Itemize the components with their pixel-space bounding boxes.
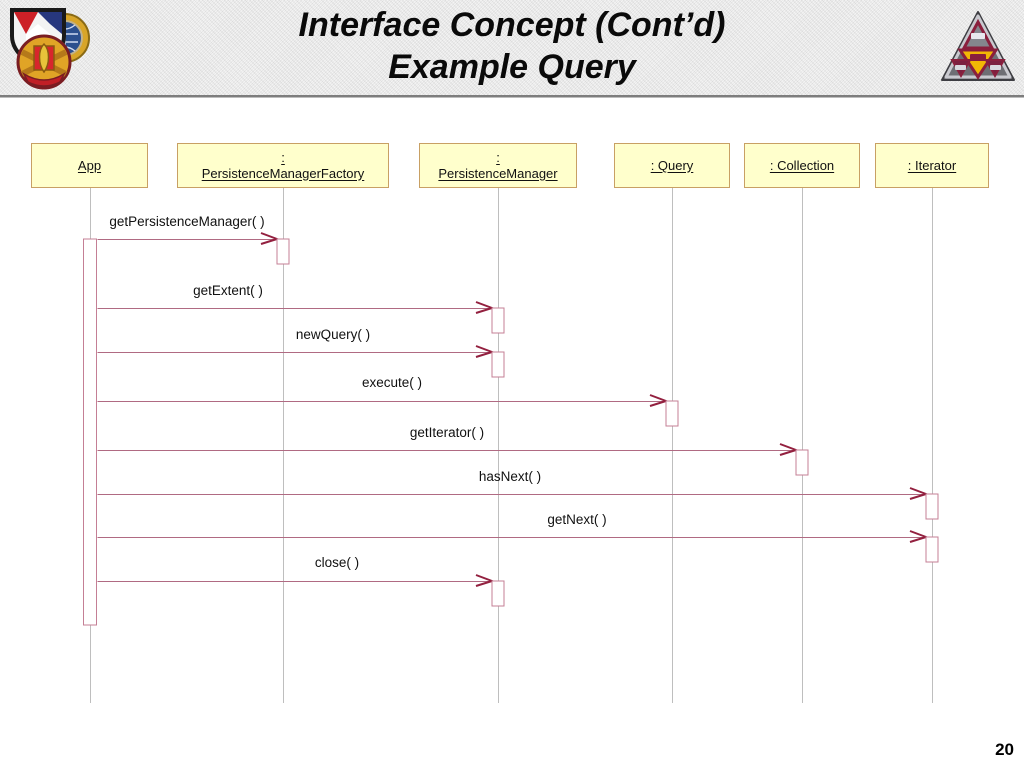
lifeline-box-query: : Query: [614, 143, 730, 188]
lifeline-box-label: : Iterator: [907, 157, 957, 173]
lifeline-box-iterator: : Iterator: [875, 143, 989, 188]
message-arrowhead-icon: [475, 301, 496, 314]
lifeline-box-persistence-manager-factory: :PersistenceManagerFactory: [177, 143, 389, 188]
slide-header: Interface Concept (Cont’d) Example Query: [0, 0, 1024, 97]
lifeline-box-label: PersistenceManagerFactory: [201, 165, 365, 181]
message-arrowhead-icon: [779, 443, 800, 456]
lifeline-box-label: App: [77, 157, 102, 173]
lifeline-box-label: :: [496, 149, 500, 165]
lifeline-box-app: App: [31, 143, 148, 188]
slide-title: Interface Concept (Cont’d) Example Query: [120, 4, 904, 88]
message-label-4: getIterator( ): [409, 425, 485, 440]
message-label-0: getPersistenceManager( ): [109, 214, 265, 229]
message-label-3: execute( ): [361, 375, 423, 390]
message-arrowhead-icon: [649, 394, 670, 407]
activation-collection-4: [795, 449, 809, 476]
message-arrowhead-icon: [909, 530, 930, 543]
activation-persistence-manager-2: [491, 351, 505, 378]
transportation-triangle-emblem-icon: [940, 8, 1016, 93]
slide-title-line2: Example Query: [388, 48, 636, 86]
slide-title-line1: Interface Concept (Cont’d): [298, 6, 726, 44]
lifeline-box-persistence-manager: :PersistenceManager: [419, 143, 577, 188]
lifeline-box-label: : Collection: [769, 157, 835, 173]
army-unit-crest-shield-icon: [8, 4, 90, 97]
activation-query-3: [665, 400, 679, 427]
message-label-2: newQuery( ): [295, 327, 371, 342]
activation-persistence-manager-factory-0: [276, 238, 290, 265]
lifeline-box-label: :: [281, 149, 285, 165]
activation-persistence-manager-1: [491, 307, 505, 334]
message-label-6: getNext( ): [547, 512, 607, 527]
message-arrowhead-icon: [475, 345, 496, 358]
page-number: 20: [995, 740, 1014, 759]
activation-persistence-manager-7: [491, 580, 505, 607]
message-label-1: getExtent( ): [193, 283, 263, 298]
message-label-7: close( ): [314, 555, 360, 570]
message-arrowhead-icon: [260, 232, 281, 245]
lifeline-box-label: : Query: [650, 157, 694, 173]
lifeline-box-label: PersistenceManager: [438, 165, 558, 181]
activation-bar-app: [83, 238, 97, 626]
message-arrowhead-icon: [475, 574, 496, 587]
activation-iterator-6: [925, 536, 939, 563]
message-arrowhead-icon: [909, 487, 930, 500]
activation-iterator-5: [925, 493, 939, 520]
lifeline-box-collection: : Collection: [744, 143, 860, 188]
message-label-5: hasNext( ): [478, 469, 542, 484]
